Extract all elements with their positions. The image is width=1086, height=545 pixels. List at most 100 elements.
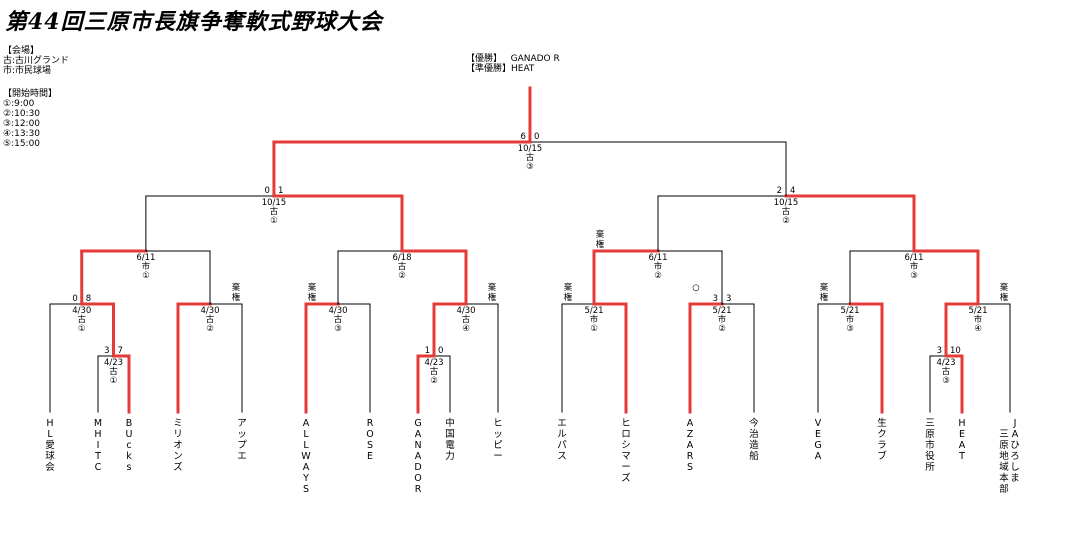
team-name: 役 xyxy=(925,450,935,462)
match-r1-2-score-right: 0 xyxy=(438,346,443,356)
team-name: ミ xyxy=(173,418,183,429)
team-name: 地 xyxy=(999,450,1009,462)
team-name: O xyxy=(414,473,421,484)
match-r1-2-score-left: 1 xyxy=(425,346,430,356)
match-r2-2-mark-right: 棄 xyxy=(232,282,241,293)
team-name: T xyxy=(958,451,965,462)
match-qf-3-venue: 市 xyxy=(654,261,663,272)
team-name: エ xyxy=(557,418,567,429)
match-r1-2-venue: 古 xyxy=(430,366,439,377)
venue-item: 市:市民球場 xyxy=(3,66,52,76)
match-final-slot: ③ xyxy=(526,162,534,172)
team-name: プ xyxy=(237,440,247,451)
match-r2-7-mark-left: 権 xyxy=(820,292,829,303)
team-name: R xyxy=(367,418,374,429)
team-name: 本 xyxy=(999,472,1009,484)
team-name: T xyxy=(94,451,101,462)
team-name: 力 xyxy=(445,450,455,462)
start-time-item: ①:9:00 xyxy=(3,99,35,109)
team-name: シ xyxy=(621,440,631,451)
team-name: ブ xyxy=(877,450,887,462)
match-r1-3-date: 4/23 xyxy=(936,358,955,368)
team-name: 所 xyxy=(925,462,935,473)
team-name: E xyxy=(367,451,373,462)
match-qf-1-slot: ① xyxy=(142,271,150,281)
match-r2-5-slot: ① xyxy=(590,324,598,334)
match-r2-2-date: 4/30 xyxy=(200,306,219,316)
team-name: A xyxy=(415,429,422,440)
team-name: I xyxy=(97,440,100,451)
runner-up-label: 【準優勝】 xyxy=(466,64,512,74)
team-name: 三 xyxy=(925,418,935,429)
team-name: リ xyxy=(173,429,183,440)
match-r2-5-date: 5/21 xyxy=(584,306,603,316)
match-qf-2-venue: 古 xyxy=(398,261,407,272)
start-time-legend: 【開始時間】 ①:9:00 ②:10:30 ③:12:00 ④:13:30 ⑤:… xyxy=(3,89,57,149)
team-name: 中 xyxy=(445,417,455,429)
team-name: R xyxy=(687,451,694,462)
match-r1-3-venue: 古 xyxy=(942,366,951,377)
match-r1-2-date: 4/23 xyxy=(424,358,443,368)
team-name: パ xyxy=(557,440,567,451)
team-name: C xyxy=(95,462,102,473)
start-time-heading: 【開始時間】 xyxy=(3,89,58,99)
match-r2-1-venue: 古 xyxy=(77,314,86,325)
team-name: ろ xyxy=(1010,451,1020,462)
team-name: L xyxy=(303,429,309,440)
team-name: ラ xyxy=(877,440,887,451)
match-semi-right-date: 10/15 xyxy=(774,198,799,208)
team-name: ク xyxy=(877,429,887,440)
match-semi-right-score-left: 2 xyxy=(777,186,782,196)
match-semi-left-score-right: 1 xyxy=(278,186,283,196)
match-r2-3-mark-left: 棄 xyxy=(308,282,317,293)
match-r2-1-date: 4/30 xyxy=(72,306,91,316)
match-r2-7-venue: 市 xyxy=(846,314,855,325)
start-time-item: ③:12:00 xyxy=(3,119,41,129)
match-r1-3-score-right: 10 xyxy=(950,346,961,356)
team-name: M xyxy=(94,418,102,429)
start-time-item: ②:10:30 xyxy=(3,109,41,119)
match-r1-3-slot: ③ xyxy=(942,376,950,386)
team-name: 会 xyxy=(45,461,55,473)
match-r2-8-venue: 市 xyxy=(974,314,983,325)
team-name: 今 xyxy=(749,417,759,429)
team-name: E xyxy=(815,429,821,440)
team-name: ヒ xyxy=(493,418,503,429)
team-name: 造 xyxy=(749,439,759,451)
team-name: ロ xyxy=(621,429,631,440)
team-name: A xyxy=(303,418,310,429)
match-r2-2-venue: 古 xyxy=(206,314,215,325)
match-semi-right-slot: ② xyxy=(782,216,790,226)
match-semi-right-score-right: 4 xyxy=(790,186,795,196)
match-qf-3-date: 6/11 xyxy=(648,253,667,263)
team-name: ま xyxy=(1010,473,1020,484)
match-qf-2-date: 6/18 xyxy=(392,253,411,263)
team-name: A xyxy=(687,440,694,451)
team-name: Z xyxy=(687,429,694,440)
team-name: N xyxy=(414,440,421,451)
match-r1-1-score-right: 7 xyxy=(118,346,123,356)
team-name: V xyxy=(815,418,822,429)
match-r2-3-mark-left: 権 xyxy=(308,292,317,303)
team-name: 球 xyxy=(45,450,55,462)
team-name: 三 xyxy=(999,429,1009,440)
match-r2-8-mark-right: 権 xyxy=(1000,292,1009,303)
champion-label: 【優勝】 xyxy=(466,54,503,64)
match-r2-6-slot: ② xyxy=(718,324,726,334)
match-qf-1-date: 6/11 xyxy=(136,253,155,263)
match-semi-right-venue: 古 xyxy=(782,206,791,217)
match-r2-7-date: 5/21 xyxy=(840,306,859,316)
match-semi-left-score-left: 0 xyxy=(265,186,270,196)
match-r1-2-slot: ② xyxy=(430,376,438,386)
team-name: 原 xyxy=(999,440,1009,451)
team-name: 域 xyxy=(999,461,1009,473)
team-name: マ xyxy=(621,451,631,462)
team-name: 部 xyxy=(999,483,1009,495)
team-name: 生 xyxy=(877,417,887,429)
venue-heading: 【会場】 xyxy=(3,46,40,56)
team-name: W xyxy=(301,451,311,462)
team-name: H xyxy=(94,429,101,440)
match-r2-7-mark-left: 棄 xyxy=(820,282,829,293)
team-name: L xyxy=(303,440,309,451)
